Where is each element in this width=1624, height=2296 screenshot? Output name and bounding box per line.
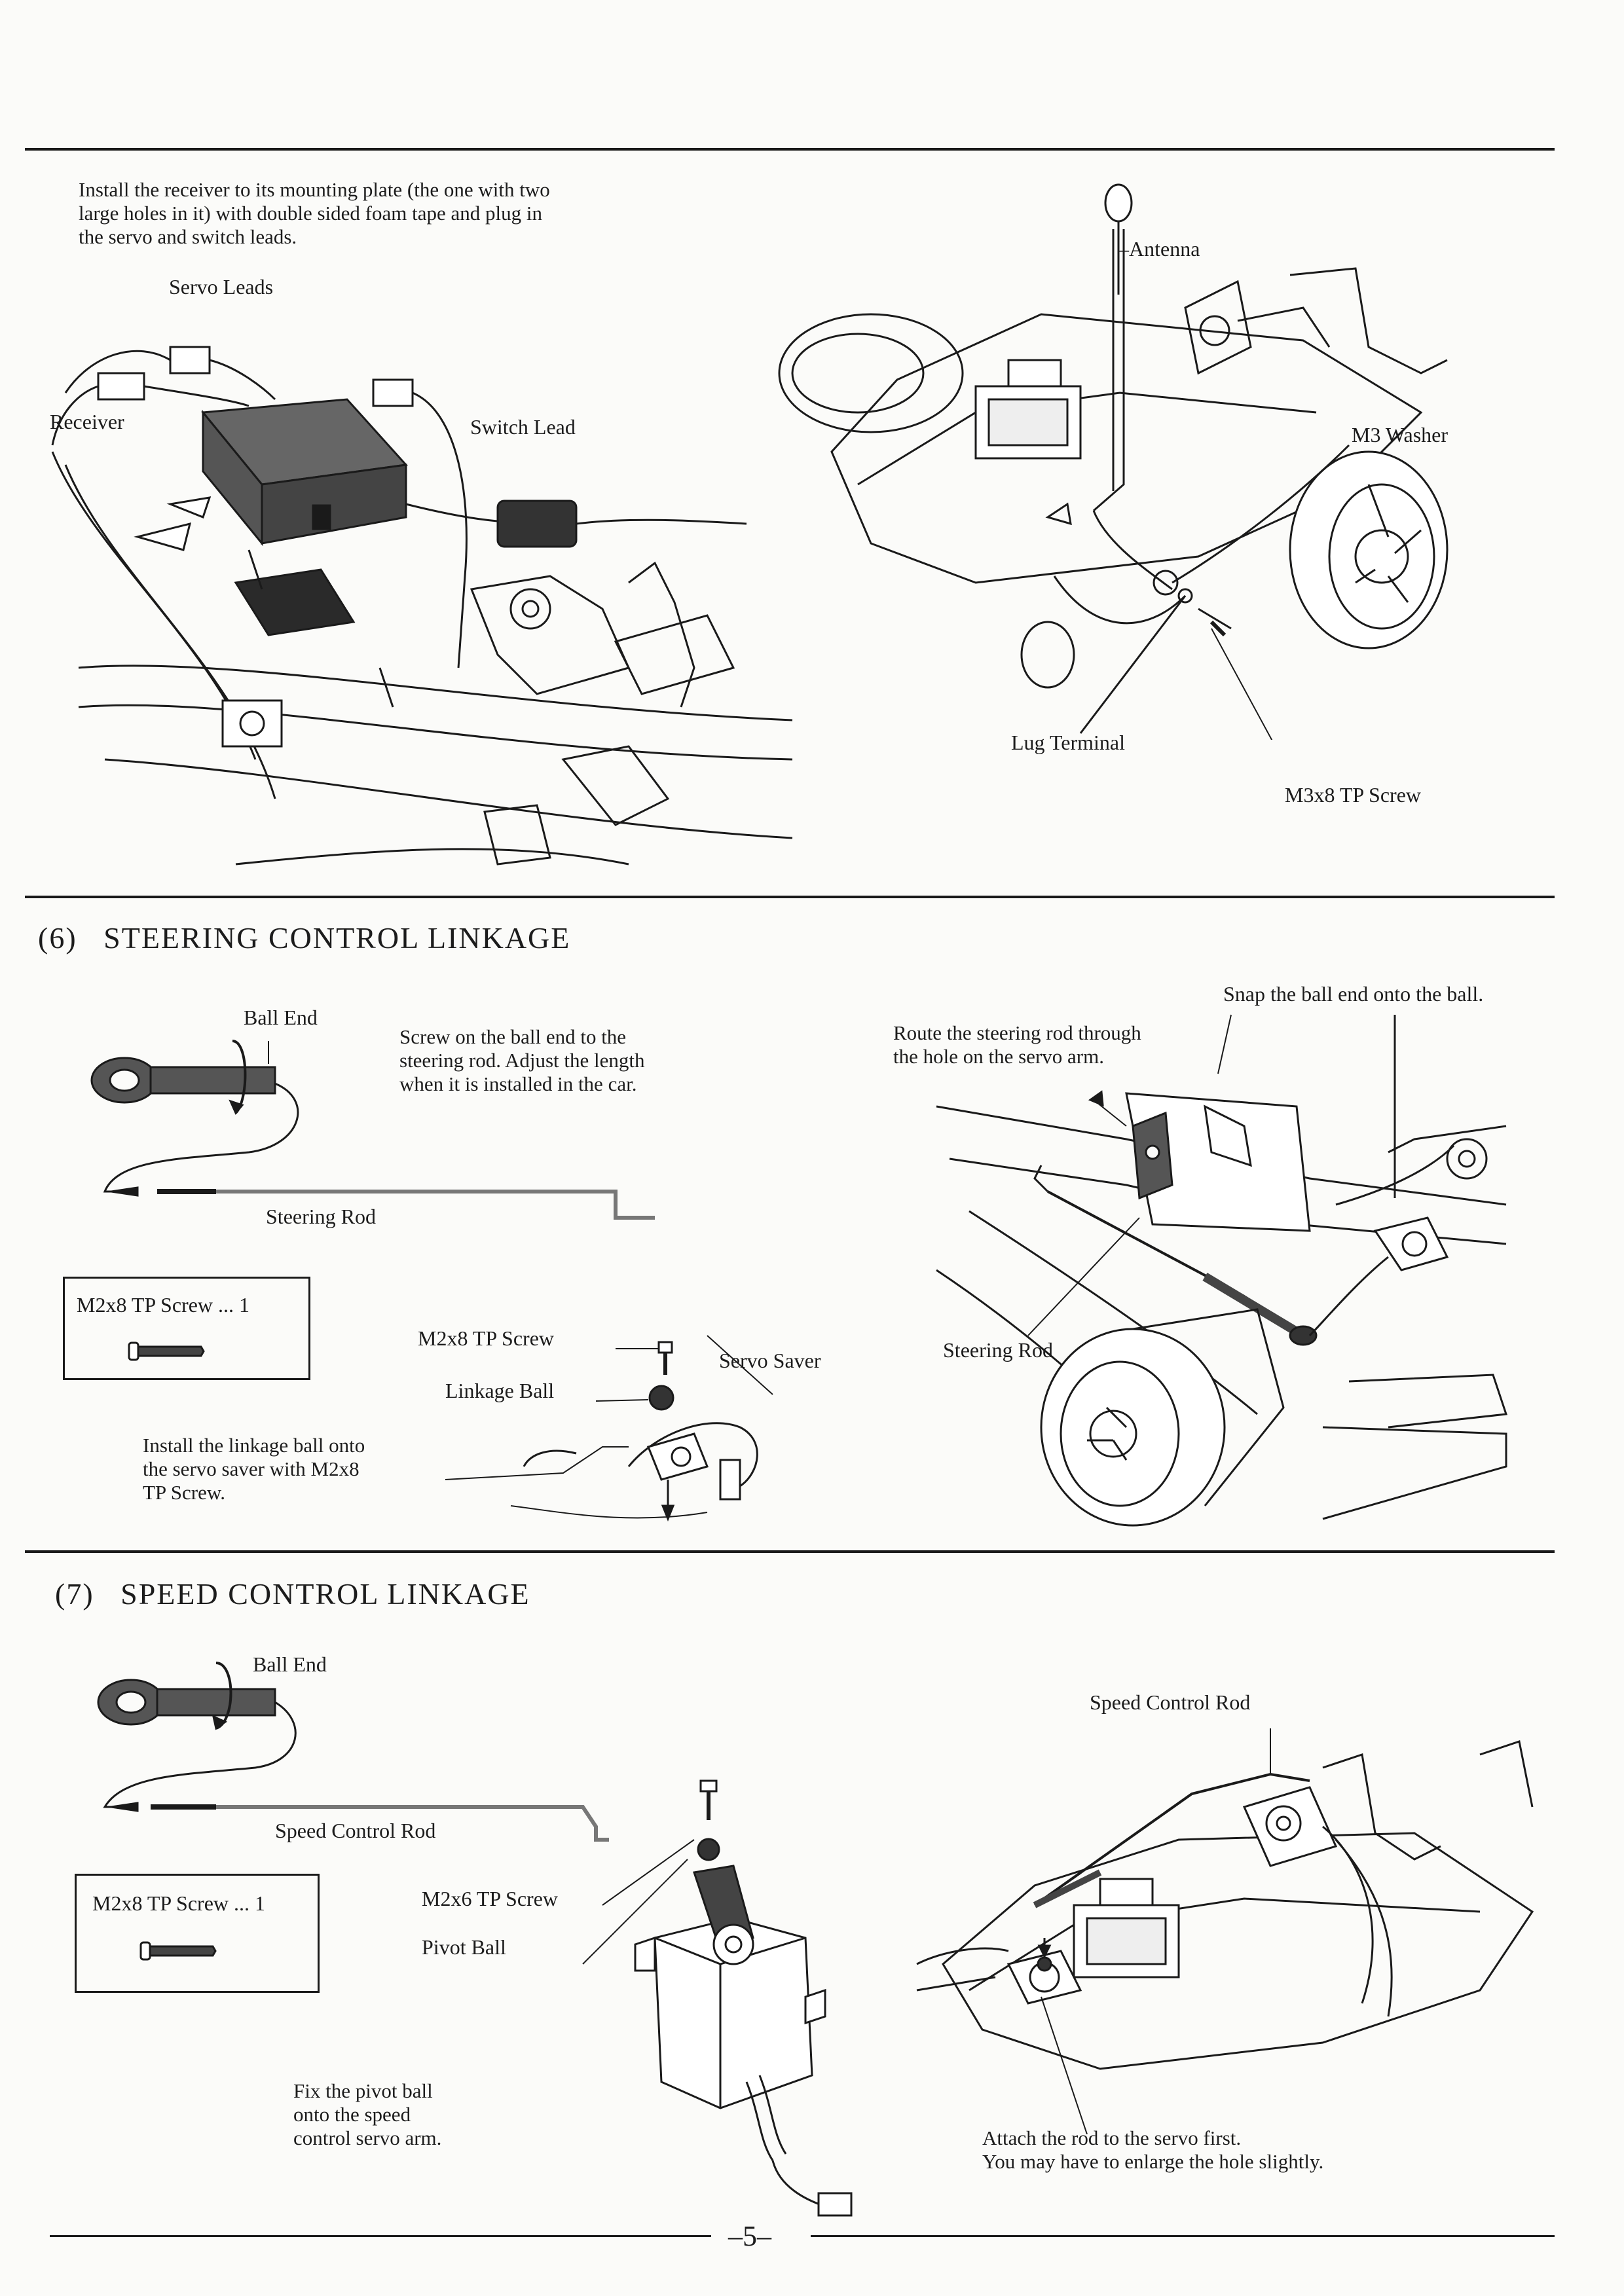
steering-parts-box: M2x8 TP Screw ... 1 [63, 1277, 310, 1380]
section-6-divider [25, 896, 1555, 898]
pivot-ball-instructions: Fix the pivot ball onto the speed contro… [293, 2079, 442, 2149]
section-7-heading: (7) SPEED CONTROL LINKAGE [55, 1576, 530, 1611]
section-6-number: (6) [38, 921, 77, 955]
speed-parts-box: M2x8 TP Screw ... 1 [75, 1874, 320, 1993]
speed-control-rod-label: Speed Control Rod [275, 1819, 436, 1842]
top-divider [25, 148, 1555, 151]
servo-leads-label: Servo Leads [169, 275, 274, 299]
receiver-installation-illustration [39, 301, 799, 890]
antenna-car-illustration [727, 177, 1539, 740]
servo-saver-label: Servo Saver [719, 1349, 821, 1372]
speed-control-rod-car-label: Speed Control Rod [1090, 1690, 1251, 1714]
m2x8-screw-label: M2x8 TP Screw [418, 1326, 554, 1350]
servo-saver-illustration [432, 1316, 799, 1532]
section-7-title: SPEED CONTROL LINKAGE [120, 1577, 530, 1611]
receiver-instructions: Install the receiver to its mounting pla… [79, 178, 550, 248]
route-steering-rod-note: Route the steering rod through the hole … [893, 1021, 1141, 1068]
m2x8-screw-icon [128, 1340, 206, 1362]
m3x8-screw-label: M3x8 TP Screw [1285, 783, 1421, 807]
ball-end-label: Ball End [244, 1006, 318, 1029]
ball-end-instructions: Screw on the ball end to the steering ro… [399, 1025, 645, 1095]
section-6-heading: (6) STEERING CONTROL LINKAGE [38, 920, 570, 955]
steering-linkage-car-illustration [930, 1008, 1519, 1552]
steering-rod-label: Steering Rod [266, 1205, 376, 1228]
section-7-number: (7) [55, 1577, 94, 1611]
section-6-title: STEERING CONTROL LINKAGE [103, 921, 571, 955]
antenna-label: –Antenna [1118, 237, 1200, 261]
speed-linkage-car-illustration [904, 1715, 1559, 2134]
steering-rod-illustration [79, 1028, 668, 1244]
linkage-ball-instructions: Install the linkage ball onto the servo … [143, 1434, 365, 1504]
linkage-ball-label: Linkage Ball [445, 1379, 555, 1402]
lug-terminal-label: Lug Terminal [1011, 731, 1126, 754]
m2x8-screw-icon [139, 1940, 218, 1962]
speed-servo-illustration [563, 1768, 904, 2226]
bottom-divider-left [50, 2235, 711, 2237]
page-number: –5– [728, 2220, 771, 2252]
steering-parts-label: M2x8 TP Screw ... 1 [77, 1293, 249, 1317]
bottom-divider-right [811, 2235, 1555, 2237]
speed-ball-end-label: Ball End [253, 1652, 327, 1676]
snap-ball-end-note: Snap the ball end onto the ball. [1223, 982, 1484, 1006]
m2x6-screw-label: M2x6 TP Screw [422, 1887, 558, 1910]
switch-lead-label: Switch Lead [470, 415, 576, 439]
pivot-ball-label: Pivot Ball [422, 1935, 506, 1959]
speed-parts-label: M2x8 TP Screw ... 1 [92, 1891, 265, 1915]
receiver-label: Receiver [50, 410, 124, 433]
attach-rod-note: Attach the rod to the servo first. You m… [982, 2126, 1324, 2173]
speed-rod-illustration [85, 1650, 701, 1866]
section-7-divider [25, 1550, 1555, 1553]
